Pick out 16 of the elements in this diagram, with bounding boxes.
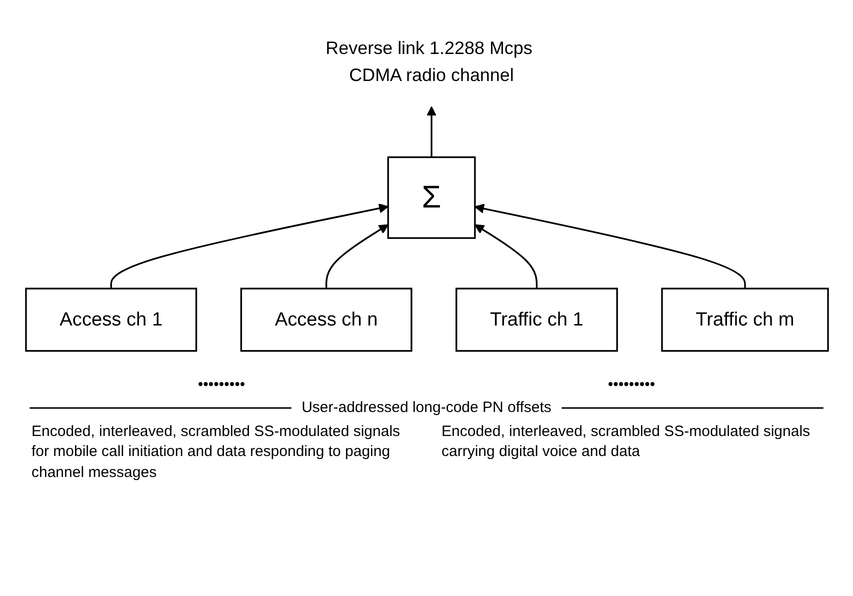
arrow [426,106,436,158]
node-box: Traffic ch m [660,288,828,352]
ellipsis-dots: ••••••••• [198,376,246,393]
node-box: Traffic ch 1 [455,288,618,352]
node-box: Access ch n [240,288,412,352]
note-text: Encoded, interleaved, scrambled SS-modulated signals for mobile call initiation and data responding to paging channel messages [32,422,402,482]
arrow [110,203,388,289]
arrow [474,204,746,289]
arrow [324,224,388,289]
node-box: Access ch 1 [24,288,197,352]
node-box: Σ [386,156,476,239]
dimension-label: User-addressed long-code PN offsets [302,399,552,416]
arrow [474,224,538,289]
node-text: Reverse link 1.2288 Mcps CDMA radio channel [325,39,532,86]
ellipsis-dots: ••••••••• [608,376,656,393]
note-text: Encoded, interleaved, scrambled SS-modulated signals carrying digital voice and data [442,422,812,462]
